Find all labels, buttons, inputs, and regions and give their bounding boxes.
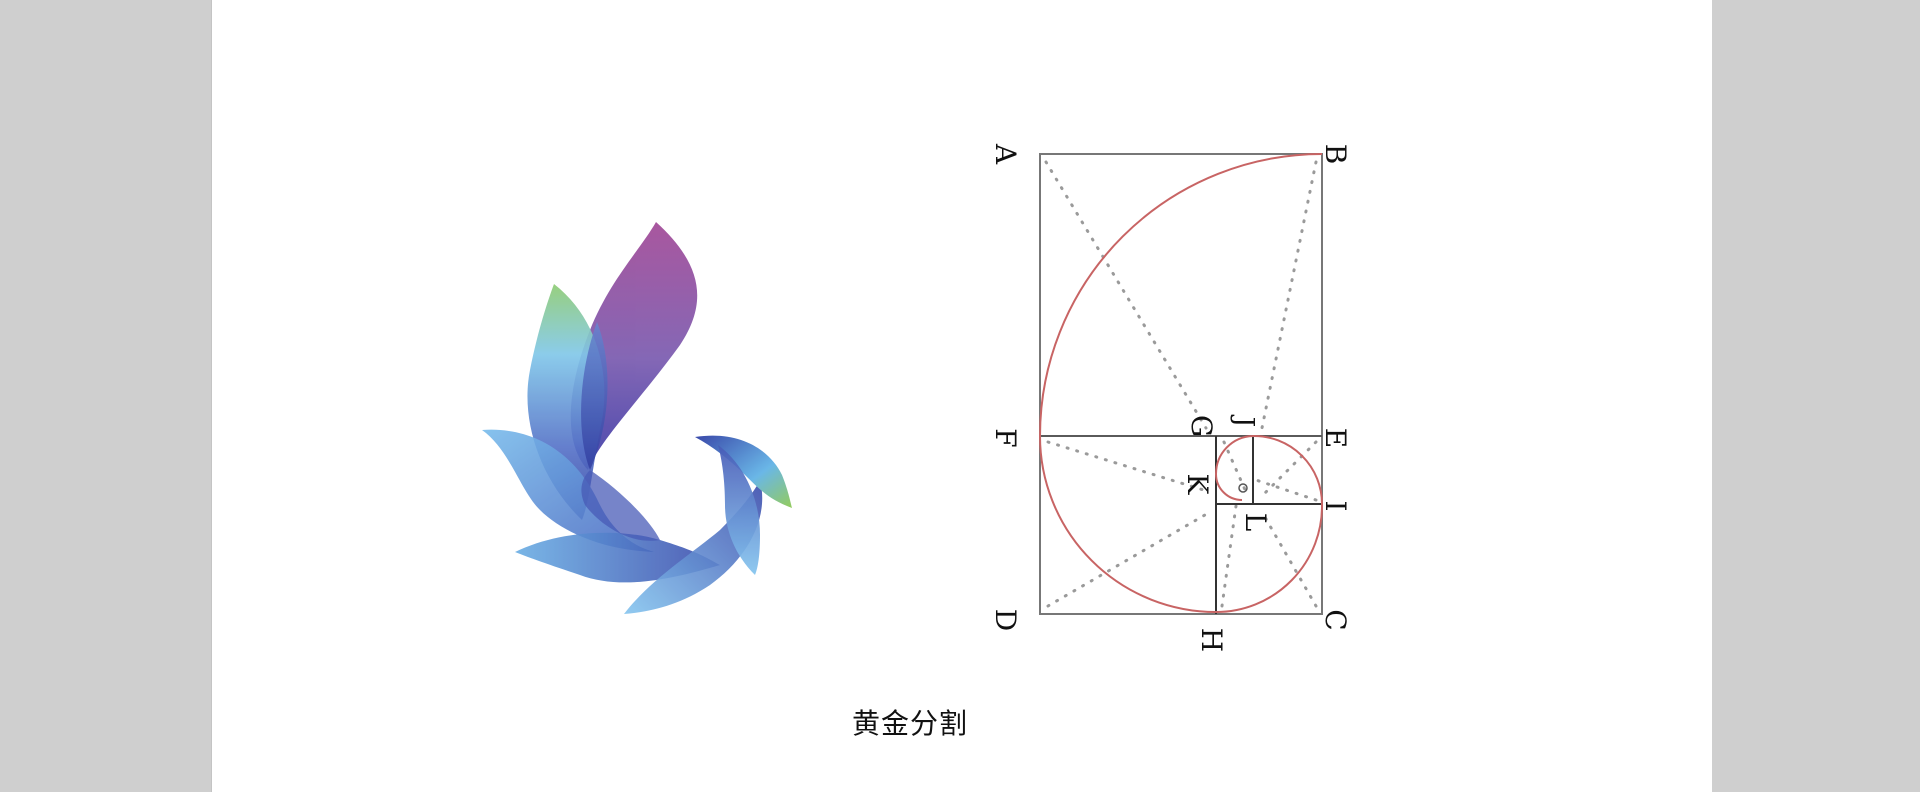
construction-lines: [1044, 160, 1318, 608]
label-l: L: [1239, 513, 1272, 532]
caption-golden-ratio: 黄金分割: [852, 707, 969, 740]
spiral-center: [1238, 483, 1248, 493]
label-f: F: [989, 428, 1022, 447]
label-d: D: [989, 609, 1022, 631]
page-canvas: [212, 0, 1712, 792]
golden-spiral: [1038, 153, 1324, 614]
label-g: G: [1185, 415, 1218, 437]
label-i: I: [1319, 500, 1352, 511]
label-a: A: [989, 143, 1022, 165]
diagram-labels: A B C D E F G H I J K L: [989, 143, 1352, 652]
label-h: H: [1195, 628, 1228, 652]
label-e: E: [1319, 428, 1352, 448]
label-k: K: [1181, 474, 1214, 496]
label-b: B: [1319, 144, 1352, 165]
label-j: J: [1229, 414, 1259, 427]
label-c: C: [1319, 609, 1352, 630]
